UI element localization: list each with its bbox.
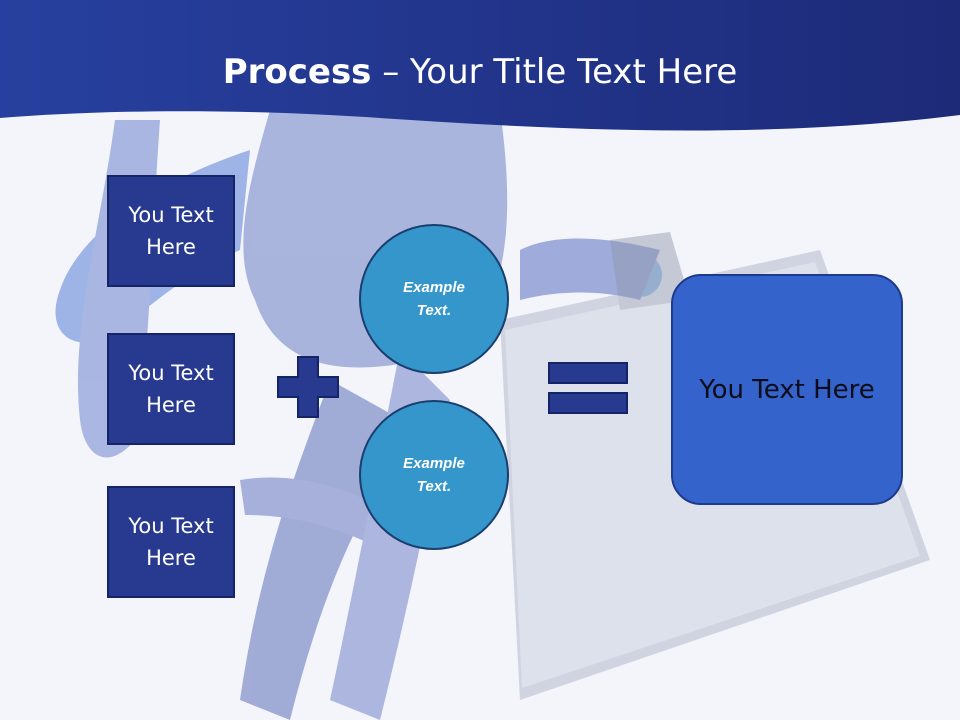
plus-icon bbox=[277, 356, 339, 418]
example-circle-1-label: Example Text. bbox=[403, 279, 465, 319]
example-circle-2: Example Text. bbox=[359, 400, 509, 550]
title-rest: – Your Title Text Here bbox=[371, 52, 738, 92]
slide-title: Process – Your Title Text Here bbox=[0, 52, 960, 92]
equals-icon bbox=[548, 362, 628, 414]
text-box-3-label: You Text Here bbox=[128, 514, 214, 570]
header-banner bbox=[0, 0, 960, 131]
text-box-2-label: You Text Here bbox=[128, 361, 214, 417]
text-box-2: You Text Here bbox=[107, 333, 235, 445]
example-circle-2-label: Example Text. bbox=[403, 455, 465, 495]
text-box-1-label: You Text Here bbox=[128, 203, 214, 259]
result-box: You Text Here bbox=[671, 274, 903, 505]
title-bold: Process bbox=[222, 52, 372, 92]
text-box-1: You Text Here bbox=[107, 175, 235, 287]
result-box-label: You Text Here bbox=[699, 374, 875, 405]
example-circle-1: Example Text. bbox=[359, 224, 509, 374]
text-box-3: You Text Here bbox=[107, 486, 235, 598]
